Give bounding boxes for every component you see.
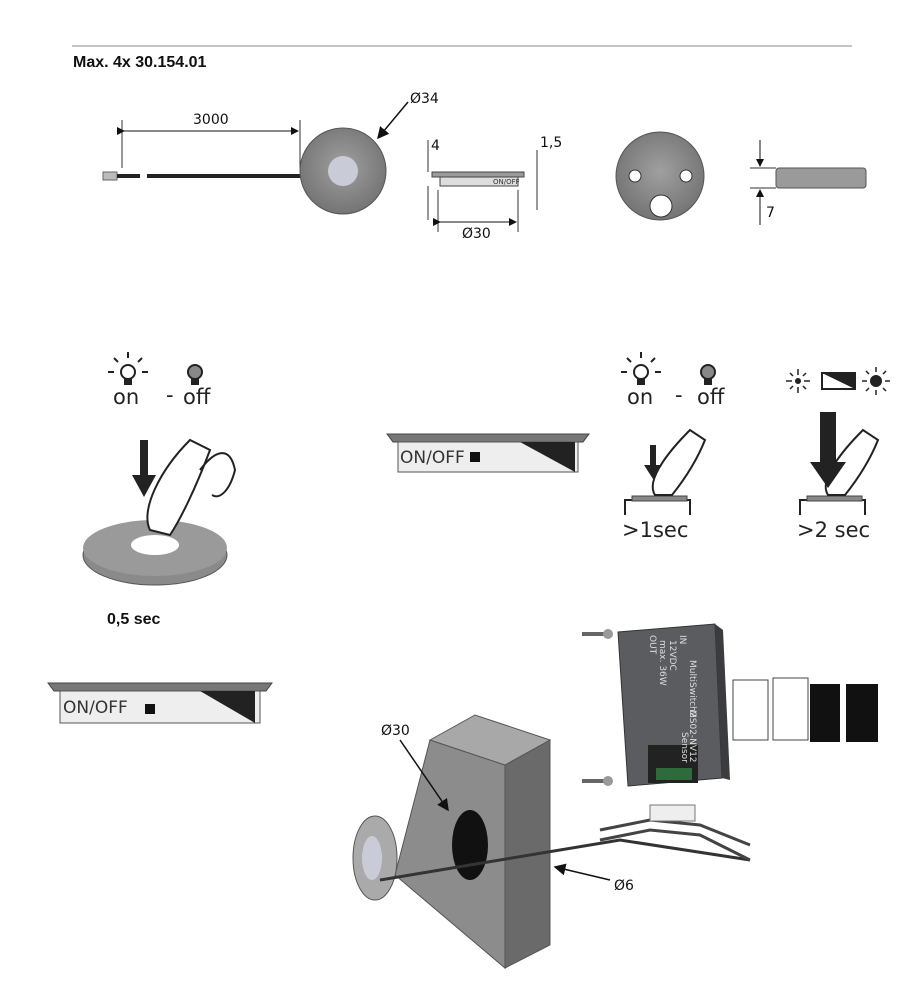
off-label: off (183, 385, 211, 409)
rim-label: 1,5 (540, 135, 562, 151)
device-power: max. 36W (657, 640, 667, 686)
device-out-label: OUT (647, 635, 657, 655)
sensor-with-cable (102, 120, 387, 215)
bulb-off-icon (187, 364, 203, 385)
step4-time: >2 sec (797, 518, 870, 542)
bulb-on-icon (108, 352, 148, 385)
page-title: Max. 4x 30.154.01 (73, 54, 207, 71)
inner-diameter-label: Ø30 (462, 226, 491, 242)
multiswitch-device (599, 623, 751, 862)
bulb-off-icon (700, 364, 716, 385)
step1-time: 0,5 sec (107, 611, 160, 628)
adhesive-pads (732, 677, 878, 742)
device-voltage: 12VDC (667, 640, 677, 671)
depth-label: 7 (766, 205, 775, 221)
dash: - (166, 383, 174, 407)
sensor-onoff-label: ON/OFF (493, 178, 520, 186)
finger-long-press-illustration (799, 412, 880, 515)
sensor-onoff-label-2: ON/OFF (400, 448, 465, 468)
screw-icon (582, 629, 613, 639)
sensor-back-view (615, 131, 867, 225)
hole-diameter-label: Ø30 (381, 723, 410, 739)
device-in-label: IN (677, 635, 687, 644)
dimming-ramp-icon (821, 372, 856, 390)
mounting-panel (352, 714, 751, 970)
device-sensor-label: Sensor (679, 732, 689, 763)
sensor-onoff-label-1: ON/OFF (63, 698, 128, 718)
height-label: 4 (431, 138, 440, 154)
bright-brightness-icon (862, 367, 890, 395)
finger-short-press-illustration (624, 428, 707, 515)
step3-time: >1sec (622, 518, 688, 542)
device-model: MS02-NV12 (687, 710, 697, 763)
off-label: off (697, 385, 725, 409)
on-label: on (627, 385, 653, 409)
dim-brightness-icon (786, 369, 810, 393)
cable-diameter-label: Ø6 (614, 878, 634, 894)
screw-icon (582, 776, 613, 786)
sensor-side-large-1 (47, 682, 273, 724)
sensor-side-large-2 (386, 433, 590, 473)
finger-press-illustration (82, 438, 237, 586)
bulb-on-icon (621, 352, 661, 385)
device-brand: MultiSwitch2 (687, 660, 697, 717)
on-label: on (113, 385, 139, 409)
cable-length-label: 3000 (193, 112, 229, 128)
sensor-side-view (427, 140, 538, 232)
dash: - (675, 383, 683, 407)
outer-diameter-label: Ø34 (410, 91, 439, 107)
